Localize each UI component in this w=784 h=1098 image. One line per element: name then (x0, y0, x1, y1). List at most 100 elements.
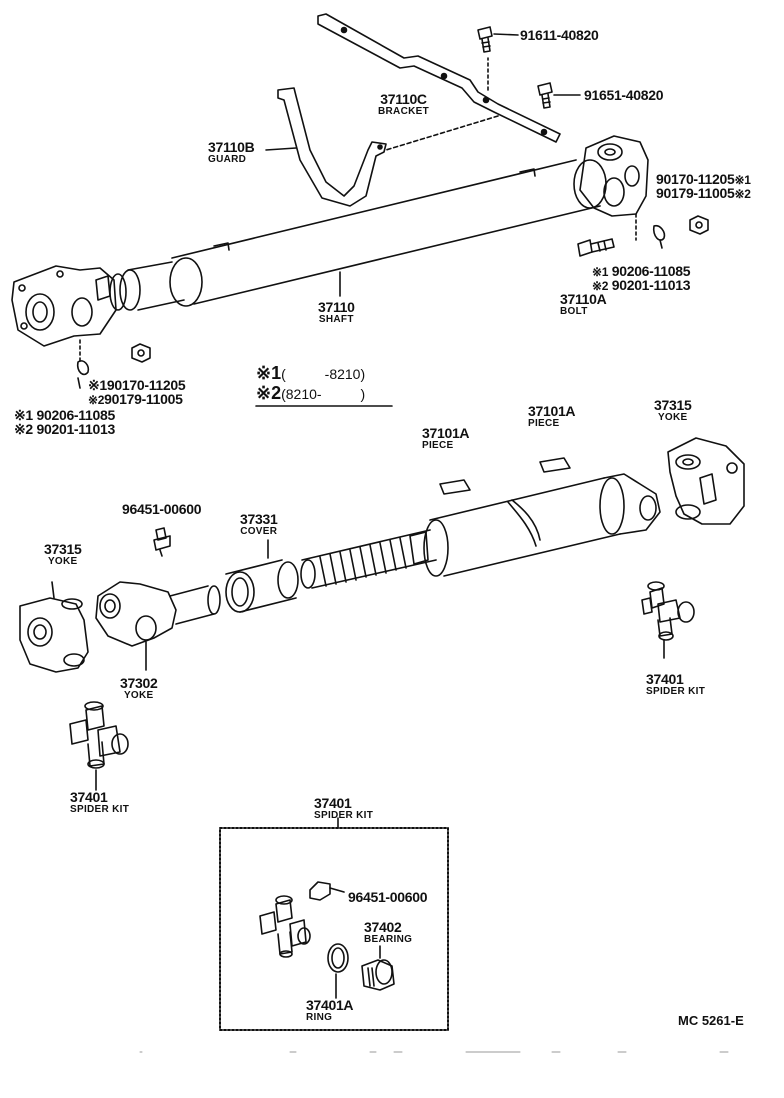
bearing-label: 37402 BEARING (364, 920, 412, 945)
bolt-91611-drawing (477, 26, 519, 53)
slip-yoke-drawing (95, 581, 221, 671)
spider-kit-box (219, 817, 449, 1031)
part-91651-label: 91651-40820 (584, 87, 664, 103)
spider-kit-left-drawing (69, 701, 129, 791)
bearing-name: BEARING (364, 933, 413, 945)
bolt-37110A-drawing (577, 238, 615, 257)
piece2-number: 37101A (528, 403, 576, 419)
kit-bearing-drawing (361, 945, 395, 991)
r-bolt2-number: 90201-11013 (611, 277, 691, 293)
l-bolt2-label: ※2 90201-11013 (14, 421, 115, 437)
piece1-label: 37101A PIECE (422, 425, 470, 451)
shaft-label: 37110 SHAFT (318, 300, 355, 325)
bolt-name: BOLT (560, 305, 588, 317)
spider-right-label: 37401 SPIDER KIT (646, 672, 705, 697)
l-nut2-number: 90179-11005 (104, 391, 183, 407)
bracket-name: BRACKET (378, 105, 429, 117)
yoke-right-label: 37315 YOKE (654, 397, 692, 423)
nut-upper-left (131, 343, 151, 363)
kit-spider-drawing (259, 895, 311, 958)
shaft-name: SHAFT (318, 313, 354, 325)
kit-ring-drawing (327, 943, 349, 999)
spider-left-name: SPIDER KIT (70, 803, 130, 815)
yoke-right-name: YOKE (657, 411, 688, 423)
grease-fitting2-label: 96451-00600 (348, 889, 428, 905)
lower-shaft-drawing (300, 473, 661, 589)
yoke-slip-label: 37302 YOKE (120, 675, 158, 701)
bolt-91651-drawing (537, 82, 581, 109)
cover-name: COVER (240, 525, 278, 537)
yoke-slip-name: YOKE (123, 689, 154, 701)
cover-number: 37331 (240, 511, 278, 527)
guard-name: GUARD (208, 153, 247, 165)
kit-name: SPIDER KIT (314, 809, 374, 821)
legend1-range: ( -8210) (281, 366, 366, 382)
grease-fitting1-label: 96451-00600 (122, 501, 202, 517)
main-shaft-drawing (11, 135, 649, 363)
bolt-number: 37110A (560, 291, 607, 307)
legend-row-2: ※2(8210- ) (256, 384, 365, 402)
nut-upper-right (689, 215, 709, 235)
spider-right-name: SPIDER KIT (646, 685, 706, 697)
yoke-left-label: 37315 YOKE (44, 541, 82, 567)
r-nut1-label: 90170-11205※1 (656, 172, 751, 186)
guard-drawing (265, 87, 387, 207)
l-nut2-mark: ※2 (88, 393, 105, 407)
shaft-number: 37110 (318, 299, 355, 315)
spider-kit-right-drawing (641, 581, 695, 659)
piece1-number: 37101A (422, 425, 470, 441)
r-nut1-number: 90170-11205 (656, 171, 735, 187)
piece-left-drawing (439, 479, 471, 495)
yoke-right-drawing (667, 437, 745, 525)
grease-fitting-upper-drawing (153, 527, 171, 557)
r-nut1-mark: ※1 (734, 173, 751, 187)
bracket-number: 37110C (380, 91, 427, 107)
yoke-left-drawing (19, 581, 89, 673)
legend2-mark: ※2 (256, 383, 282, 403)
piece1-name: PIECE (422, 439, 454, 451)
bracket-label: 37110C BRACKET (378, 92, 429, 117)
kit-grease-fitting-drawing (309, 881, 345, 901)
r-bolt1-mark: ※1 (592, 265, 609, 279)
spider-left-label: 37401 SPIDER KIT (70, 790, 129, 815)
washer-upper-left (76, 360, 90, 389)
kit-number: 37401 (314, 795, 352, 811)
r-bolt1-label: ※1 90206-11085 (592, 264, 690, 278)
legend1-mark: ※1 (256, 363, 282, 383)
washer-upper-right (652, 224, 666, 249)
piece-right-drawing (539, 457, 571, 473)
r-nut2-number: 90179-11005 (656, 185, 735, 201)
yoke-left-name: YOKE (47, 555, 78, 567)
ring-number: 37401A (306, 997, 354, 1013)
piece2-name: PIECE (528, 417, 560, 429)
r-nut2-mark: ※2 (734, 187, 751, 201)
r-bolt2-label: ※2 90201-11013 (592, 278, 690, 292)
figure-code: MC 5261-E (678, 1013, 744, 1028)
l-nut2-label: ※290179-11005 (88, 392, 183, 406)
cover-drawing (225, 539, 299, 613)
r-bolt2-mark: ※2 (592, 279, 609, 293)
yoke-right-number: 37315 (654, 397, 692, 413)
spider-left-number: 37401 (70, 789, 108, 805)
r-nut2-label: 90179-11005※2 (656, 186, 751, 200)
r-bolt1-number: 90206-11085 (611, 263, 691, 279)
legend2-range: (8210- ) (281, 386, 366, 402)
kit-label: 37401 SPIDER KIT (314, 796, 373, 821)
spider-right-number: 37401 (646, 671, 684, 687)
guard-label: 37110B GUARD (208, 139, 255, 165)
legend-row-1: ※1( -8210) (256, 364, 365, 382)
part-91611-label: 91611-40820 (520, 27, 599, 43)
ring-name: RING (306, 1011, 333, 1023)
bearing-number: 37402 (364, 919, 402, 935)
l-nut1-label: ※190170-11205 (88, 377, 186, 393)
piece2-label: 37101A PIECE (528, 403, 576, 429)
ring-label: 37401A RING (306, 997, 354, 1023)
l-bolt1-label: ※1 90206-11085 (14, 407, 115, 423)
cover-label: 37331 COVER (240, 511, 278, 537)
yoke-left-number: 37315 (44, 541, 82, 557)
bolt-label: 37110A BOLT (560, 291, 607, 317)
guard-number: 37110B (208, 139, 255, 155)
bracket-drawing (317, 13, 561, 151)
yoke-slip-number: 37302 (120, 675, 158, 691)
